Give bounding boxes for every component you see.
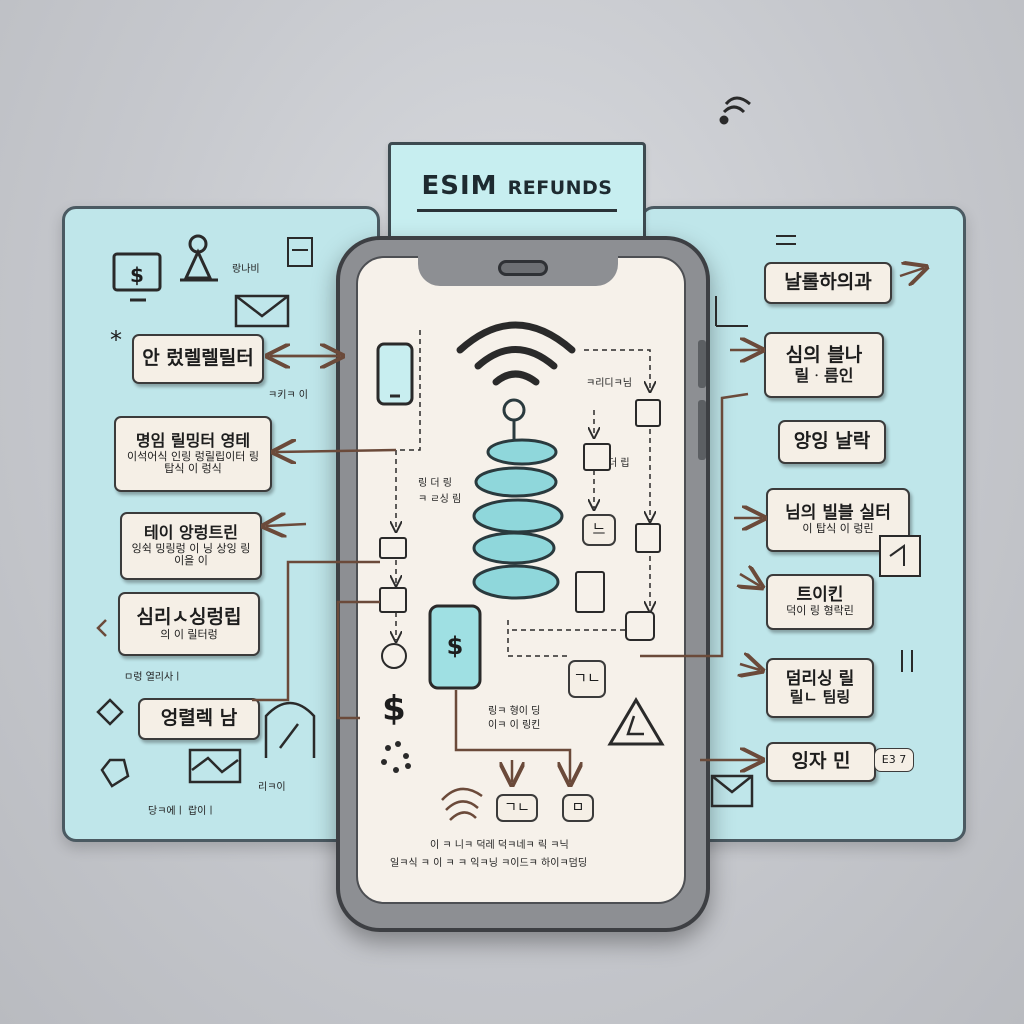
svg-text:$: $ xyxy=(130,263,144,287)
left-label-4: 리ㅋ이 xyxy=(258,782,286,793)
signal-icon xyxy=(719,96,751,125)
power-button xyxy=(698,400,706,460)
flow-box-1-label: 느 xyxy=(592,521,606,538)
map-icon xyxy=(188,748,242,784)
right-callout-6-text: 릴ㄴ 팀링 xyxy=(789,688,851,707)
warning-icon xyxy=(607,697,665,746)
right-tag-label: E3 7 xyxy=(881,752,907,766)
sparkle-icon xyxy=(381,741,411,773)
right-callout-2-title: 심의 블나 xyxy=(785,343,863,366)
right-tag: E3 7 xyxy=(874,748,914,772)
right-mail-icon xyxy=(710,774,754,808)
left-label-1: 랑나비 xyxy=(232,264,260,275)
volume-button xyxy=(698,340,706,388)
pen-icon xyxy=(264,701,316,758)
right-callout-5-text: 덕이 링 형락린 xyxy=(786,604,854,618)
right-callout-6: 덤리싱 릴 릴ㄴ 팀링 xyxy=(766,658,874,718)
left-callout-1-title: 안 렀렐렐릴터 xyxy=(142,347,254,370)
left-callout-2-title: 명임 릴밍터 영테 xyxy=(135,431,251,451)
flow-box-1: 느 xyxy=(582,514,616,546)
sticky-note-icon xyxy=(879,535,921,577)
flow-box-2-label: ㄱㄴ xyxy=(573,669,601,688)
left-label-5: 당ㅋ에ㅣ 랍이ㅣ xyxy=(148,806,216,817)
document-icon xyxy=(287,237,313,267)
fingerprint-icon xyxy=(441,787,483,821)
screen-footer-line-1: 이 ㅋ 니ㅋ 덕레 덕ㅋ네ㅋ 릭 ㅋ닉 xyxy=(430,840,569,851)
flow-box-3: ㄱㄴ xyxy=(496,794,538,822)
left-callout-5: 엉렬렉 남 xyxy=(138,698,260,740)
diamond-marker-icon xyxy=(96,698,124,726)
left-callout-4: 심리ㅅ싱렁립 의 이 릴터렁 xyxy=(118,592,260,656)
flow-box-3-label: ㄱㄴ xyxy=(504,799,530,816)
wifi-icon xyxy=(456,321,576,386)
screen-label-6: 이ㅋ 이 링킨 xyxy=(488,720,541,731)
connector-arrows xyxy=(252,268,924,782)
svg-text:$: $ xyxy=(447,632,464,660)
left-label-2: ㅋ키ㅋ 이 xyxy=(268,390,308,401)
flow-box-2: ㄱㄴ xyxy=(568,660,606,698)
left-arrow-marker-icon xyxy=(96,619,107,637)
screen-label-1: ㅋ리디ㅋ님 xyxy=(586,378,632,389)
right-callout-4-text: 이 탑식 이 렁린 xyxy=(802,522,874,536)
screen-label-3: 링 더 링 xyxy=(418,478,452,489)
left-label-3: ㅁ렁 열리사ㅣ xyxy=(124,672,183,683)
svg-text:$: $ xyxy=(382,689,406,729)
title-main: ESIM xyxy=(421,170,498,201)
right-callout-2: 심의 블나 릴ᆞ름인 xyxy=(764,332,884,398)
dollar-s-icon: $ xyxy=(382,689,406,729)
left-callout-5-title: 엉렬렉 남 xyxy=(160,707,238,730)
screen-flow-lines xyxy=(396,330,650,657)
left-callout-4-text: 의 이 릴터렁 xyxy=(160,627,218,641)
left-callout-3: 테이 앙렁트린 잉쉭 밍링렁 이 닝 상잉 링이을 이 xyxy=(120,512,262,580)
right-callout-3-title: 앙잉 날락 xyxy=(793,430,871,453)
page-title: ESIM REFUNDS xyxy=(422,171,613,201)
list-lines-icon xyxy=(715,235,913,672)
screen-label-4: ㅋ ㄹ싱 림 xyxy=(418,494,462,505)
left-callout-3-text: 잉쉭 밍링렁 이 닝 상잉 링이을 이 xyxy=(131,541,251,568)
left-callout-2: 명임 릴밍터 영테 이석어식 인링 렁릴립이터 링탑식 이 렁식 xyxy=(114,416,272,492)
title-underline xyxy=(417,208,617,212)
mail-icon xyxy=(234,294,290,328)
screen-label-2: 더 립 xyxy=(608,458,630,469)
right-callout-4-title: 님의 빌블 실터 xyxy=(785,502,891,523)
right-callout-5: 트이킨 덕이 링 형락린 xyxy=(766,574,874,630)
dollar-phone-icon: $ xyxy=(428,604,482,690)
screen-footer-line-2: 일ㅋ식 ㅋ 이 ㅋ ㅋ 익ㅋ닝 ㅋ이드ㅋ 하이ㅋ덤딩 xyxy=(390,858,588,869)
left-callout-3-title: 테이 앙렁트린 xyxy=(144,523,238,543)
asterisk-icon: * xyxy=(110,326,122,354)
phone-icon xyxy=(376,342,414,406)
left-callout-2-text: 이석어식 인링 렁릴립이터 링탑식 이 렁식 xyxy=(127,449,259,476)
right-callout-1-title: 날롤하의과 xyxy=(784,271,872,294)
screen-label-5: 링ㅋ 형이 딩 xyxy=(488,706,541,717)
right-callout-4: 님의 빌블 실터 이 탑식 이 렁린 xyxy=(766,488,910,552)
coil-icon xyxy=(472,398,564,600)
speaker-slot xyxy=(498,260,548,276)
right-callout-6-title: 덤리싱 릴 xyxy=(785,668,855,689)
dollar-monitor-icon: $ xyxy=(112,252,162,302)
flow-box-4: ㅁ xyxy=(562,794,594,822)
right-callout-7-title: 잉자 민 xyxy=(791,750,851,773)
screen-box-icons xyxy=(379,399,661,669)
title-sub: REFUNDS xyxy=(507,176,613,199)
hand-icon xyxy=(100,758,130,788)
left-callout-4-title: 심리ㅅ싱렁립 xyxy=(136,605,242,628)
right-callout-3: 앙잉 날락 xyxy=(778,420,886,464)
right-callout-2-text: 릴ᆞ름인 xyxy=(794,365,854,385)
person-icon xyxy=(180,234,218,282)
flow-box-4-label: ㅁ xyxy=(571,799,585,816)
right-callout-7: 잉자 민 xyxy=(766,742,876,782)
right-callout-5-title: 트이킨 xyxy=(796,584,844,605)
right-callout-1: 날롤하의과 xyxy=(764,262,892,304)
left-callout-1: 안 렀렐렐릴터 xyxy=(132,334,264,384)
